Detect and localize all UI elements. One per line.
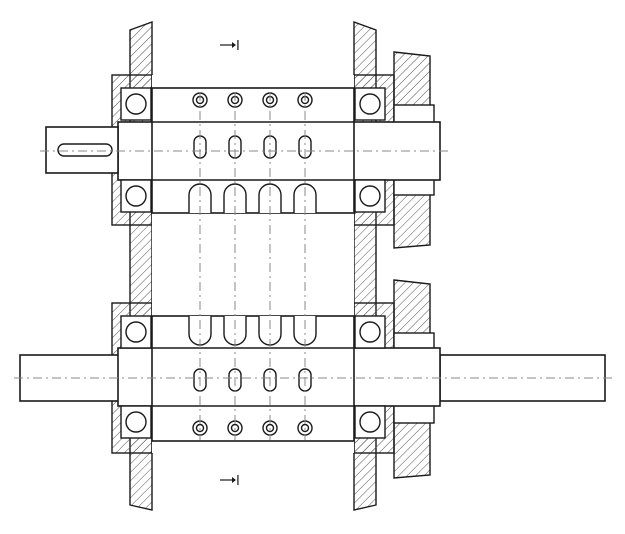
upper-drum-pockets xyxy=(188,183,317,213)
bearings xyxy=(120,87,386,439)
keyway xyxy=(57,143,113,157)
lower-drum-pockets xyxy=(188,316,317,346)
section-label-top: I xyxy=(236,39,240,54)
bearing xyxy=(120,87,152,121)
bearing xyxy=(354,87,386,121)
bearing xyxy=(354,405,386,439)
upper-drum-slots xyxy=(193,135,312,159)
bearing xyxy=(120,179,152,213)
bearing xyxy=(354,315,386,349)
bearing xyxy=(120,405,152,439)
bearing xyxy=(120,315,152,349)
bearing xyxy=(354,179,386,213)
centerlines xyxy=(14,92,612,440)
section-marker-bottom: I xyxy=(220,474,240,489)
section-label-bottom: I xyxy=(236,474,240,489)
section-marker-top: I xyxy=(220,39,240,54)
